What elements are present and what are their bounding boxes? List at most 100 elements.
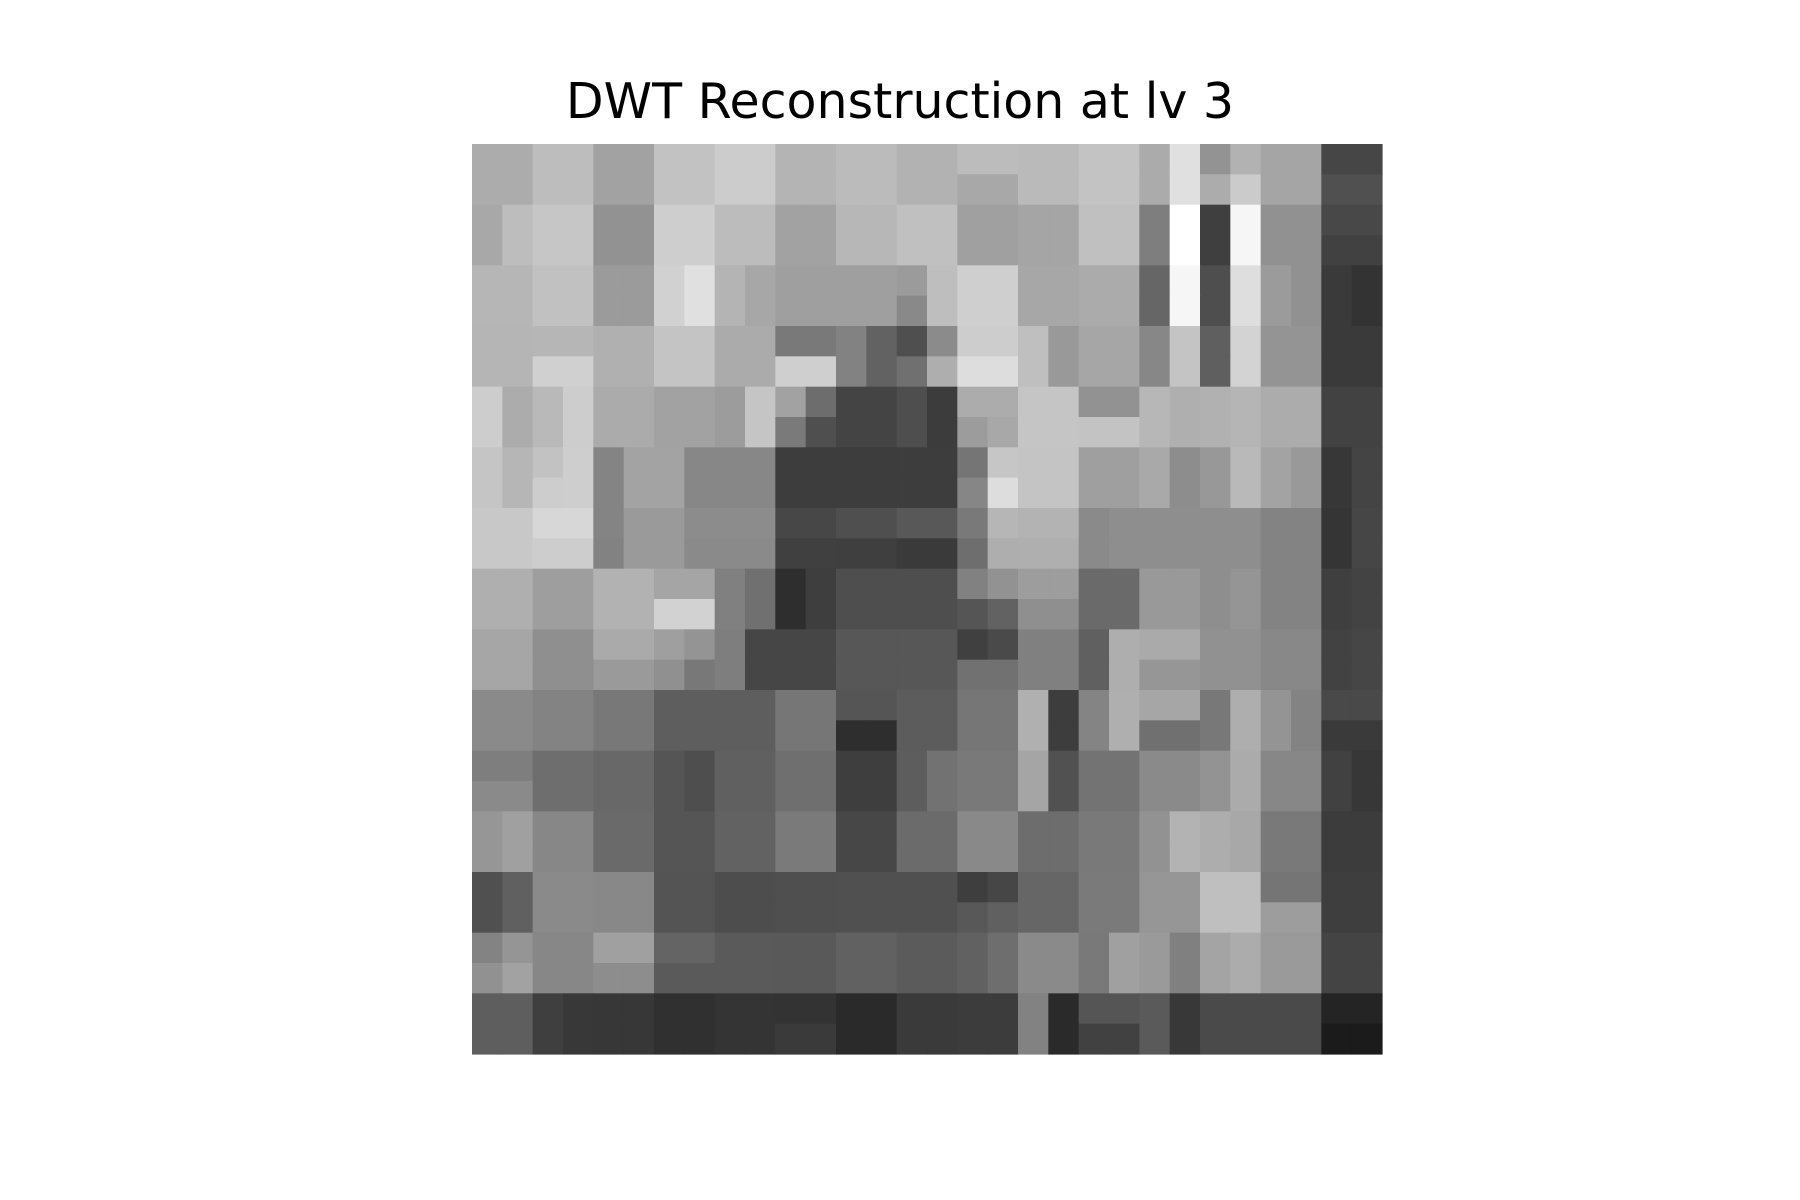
heatmap-cell (654, 235, 685, 266)
heatmap-cell (1321, 568, 1353, 600)
heatmap-cell (684, 781, 716, 812)
heatmap-cell (775, 902, 807, 934)
heatmap-cell (1230, 568, 1262, 600)
heatmap-cell (714, 326, 746, 357)
heatmap-cell (1291, 447, 1322, 479)
heatmap-cell (1078, 356, 1110, 388)
heatmap-cell (654, 417, 685, 448)
heatmap-cell (805, 1023, 837, 1055)
heatmap-cell (563, 932, 594, 964)
heatmap-cell (1169, 963, 1201, 994)
heatmap-cell (775, 659, 807, 691)
heatmap-cell (654, 295, 685, 327)
heatmap-cell (805, 659, 837, 691)
heatmap-cell (896, 659, 928, 691)
heatmap-cell (987, 750, 1019, 782)
heatmap-cell (805, 932, 837, 964)
heatmap-cell (896, 1023, 928, 1055)
heatmap-cell (866, 447, 898, 479)
heatmap-cell (987, 568, 1019, 600)
heatmap-cell (1321, 599, 1353, 630)
heatmap-cell (1291, 144, 1322, 175)
heatmap-cell (775, 417, 807, 448)
heatmap-cell (684, 326, 716, 357)
heatmap-cell (987, 720, 1019, 752)
heatmap-cell (836, 417, 867, 448)
heatmap-cell (805, 326, 837, 357)
heatmap-cell (623, 1023, 655, 1055)
heatmap-cell (623, 811, 655, 843)
heatmap-cell (1351, 417, 1383, 448)
heatmap-cell (745, 265, 776, 297)
heatmap-cell (472, 508, 503, 539)
heatmap-cell (1018, 417, 1049, 448)
heatmap-cell (1260, 508, 1292, 539)
heatmap-cell (1078, 477, 1110, 509)
heatmap-cell (684, 235, 716, 266)
heatmap-cell (1351, 599, 1383, 630)
heatmap-cell (836, 841, 867, 873)
heatmap-cell (1109, 932, 1140, 964)
heatmap-cell (1321, 1023, 1353, 1055)
heatmap-cell (1321, 265, 1353, 297)
heatmap-cell (1291, 265, 1322, 297)
heatmap-cell (1321, 811, 1353, 843)
heatmap-cell (927, 993, 958, 1025)
heatmap-cell (1291, 841, 1322, 873)
heatmap-cell (1230, 902, 1262, 934)
heatmap-cell (684, 568, 716, 600)
heatmap-cell (623, 477, 655, 509)
heatmap-cell (472, 326, 503, 357)
heatmap-cell (745, 356, 776, 388)
heatmap-cell (593, 174, 625, 206)
heatmap-cell (896, 174, 928, 206)
heatmap-cell (593, 538, 625, 570)
heatmap-cell (1351, 386, 1383, 418)
heatmap-cell (502, 568, 534, 600)
heatmap-cell (1200, 781, 1231, 812)
heatmap-cell (1291, 174, 1322, 206)
heatmap-cell (472, 932, 503, 964)
heatmap-cell (1109, 538, 1140, 570)
heatmap-cell (714, 174, 746, 206)
heatmap-cell (654, 386, 685, 418)
heatmap-cell (1048, 872, 1080, 903)
heatmap-cell (1048, 993, 1080, 1025)
heatmap-cell (1230, 720, 1262, 752)
heatmap-cell (1139, 265, 1171, 297)
heatmap-cell (805, 477, 837, 509)
heatmap-cell (836, 477, 867, 509)
heatmap-cell (1260, 356, 1292, 388)
heatmap-cell (957, 568, 989, 600)
heatmap-cell (836, 690, 867, 721)
heatmap-cell (472, 174, 503, 206)
heatmap-cell (836, 568, 867, 600)
heatmap-cell (1200, 872, 1231, 903)
heatmap-cell (987, 508, 1019, 539)
heatmap-cell (1351, 235, 1383, 266)
heatmap-cell (1109, 841, 1140, 873)
heatmap-cell (593, 963, 625, 994)
heatmap-cell (502, 841, 534, 873)
heatmap-cell (1139, 326, 1171, 357)
heatmap-cell (775, 1023, 807, 1055)
heatmap-cell (836, 993, 867, 1025)
heatmap-cell (502, 174, 534, 206)
heatmap-cell (866, 477, 898, 509)
heatmap-cell (1078, 538, 1110, 570)
heatmap-cell (987, 781, 1019, 812)
heatmap-cell (593, 902, 625, 934)
heatmap-cell (1260, 417, 1292, 448)
heatmap-cell (1291, 538, 1322, 570)
heatmap-cell (1018, 386, 1049, 418)
heatmap-cell (805, 902, 837, 934)
heatmap-cell (714, 750, 746, 782)
heatmap-cell (684, 993, 716, 1025)
heatmap-cell (957, 841, 989, 873)
heatmap-cell (1200, 508, 1231, 539)
heatmap-cell (1321, 295, 1353, 327)
heatmap-cell (1109, 720, 1140, 752)
heatmap-cell (623, 538, 655, 570)
heatmap-cell (957, 690, 989, 721)
heatmap-cell (563, 720, 594, 752)
